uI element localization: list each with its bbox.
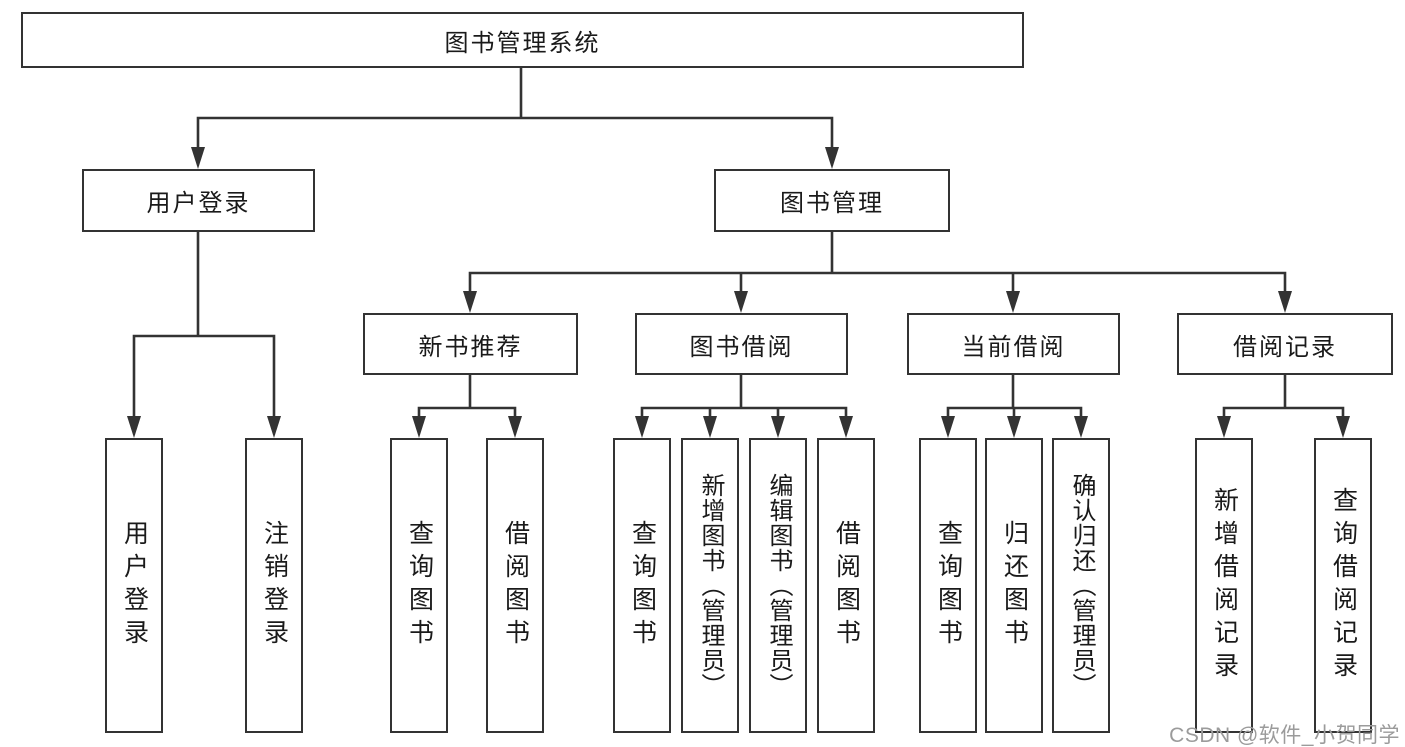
csdn-watermark: CSDN @软件_小贺同学 [1169,724,1400,747]
node-book-borrowing: 图书借阅 [635,313,848,375]
node-user-login: 用户登录 [82,169,315,232]
leaf-records-add-record: 新增借阅记录 [1195,438,1253,733]
leaf-logout: 注销登录 [245,438,303,733]
leaf-borrowing-borrow-books: 借阅图书 [817,438,875,733]
node-root-system: 图书管理系统 [21,12,1024,68]
leaf-recommend-borrow-books: 借阅图书 [486,438,544,733]
leaf-borrowing-query-books: 查询图书 [613,438,671,733]
leaf-records-query-record: 查询借阅记录 [1314,438,1372,733]
node-book-management: 图书管理 [714,169,950,232]
leaf-recommend-query-books: 查询图书 [390,438,448,733]
leaf-current-confirm-return-admin: 确认归还（管理员） [1052,438,1110,733]
leaf-user-login: 用户登录 [105,438,163,733]
node-new-book-recommend: 新书推荐 [363,313,578,375]
leaf-borrowing-edit-books-admin: 编辑图书（管理员） [749,438,807,733]
node-current-borrowing: 当前借阅 [907,313,1120,375]
leaf-current-return-books: 归还图书 [985,438,1043,733]
leaf-current-query-books: 查询图书 [919,438,977,733]
leaf-borrowing-add-books-admin: 新增图书（管理员） [681,438,739,733]
node-borrow-records: 借阅记录 [1177,313,1393,375]
